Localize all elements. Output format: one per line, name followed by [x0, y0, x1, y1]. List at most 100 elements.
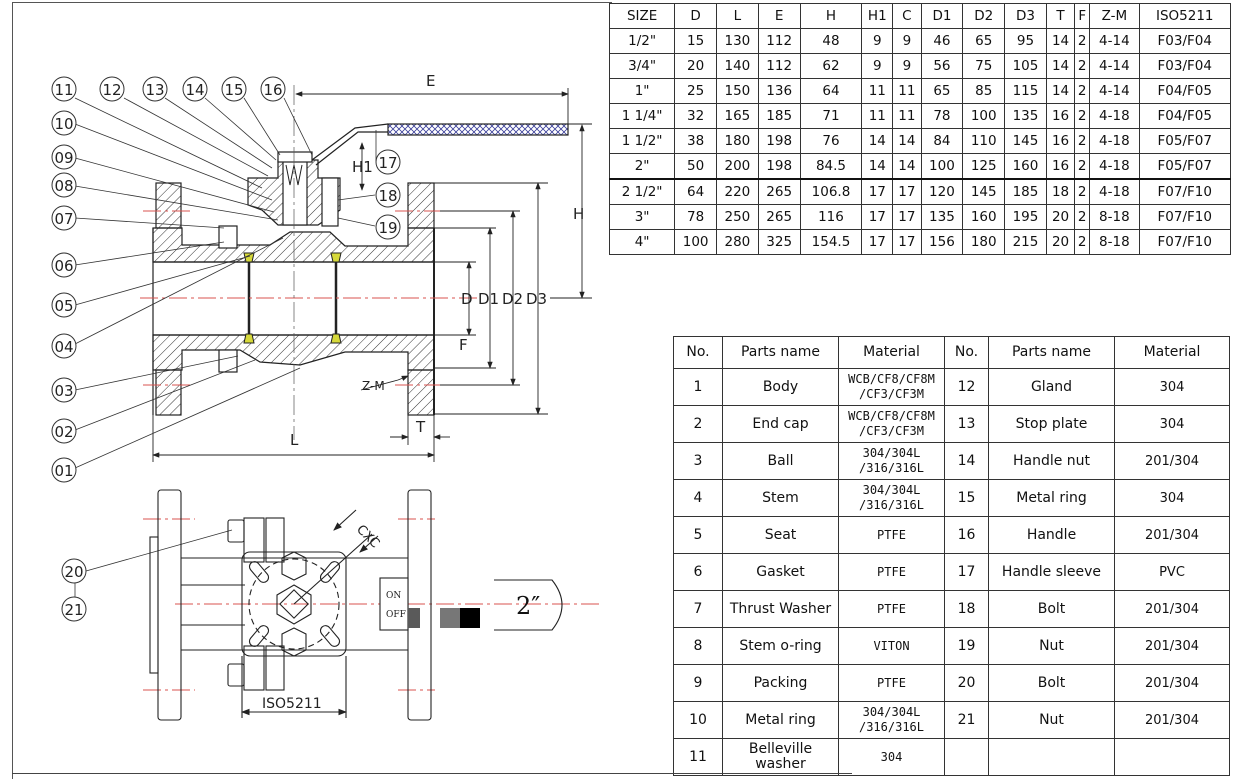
material-cell: 304/304L /316/316L — [838, 701, 945, 739]
dimension-cell: 17 — [861, 229, 894, 255]
dimension-cell: 84 — [920, 128, 964, 154]
dimension-cell: 9 — [892, 28, 922, 54]
dimension-cell: 136 — [757, 78, 801, 104]
right-flange-bottom — [407, 369, 435, 416]
material-cell: 304 — [1114, 368, 1230, 406]
dimension-cell: 100 — [674, 229, 718, 255]
svg-text:18: 18 — [378, 187, 397, 205]
top-left-flange — [157, 489, 182, 721]
dimension-cell: 4-14 — [1089, 28, 1140, 54]
part-number-cell — [944, 738, 989, 776]
dimension-cell: 76 — [799, 128, 863, 154]
valve-top-view — [149, 489, 563, 721]
top-bolt-plate-a — [243, 517, 265, 563]
size-cell: 4" — [608, 229, 676, 255]
callout-10: 10 — [51, 110, 77, 136]
svg-text:10: 10 — [54, 115, 73, 133]
bottom-bolt-plate-a — [243, 645, 265, 691]
dim-label-l: L — [290, 431, 299, 449]
callout-12: 12 — [99, 76, 125, 102]
dimensions — [152, 88, 592, 462]
material-cell: 304/304L /316/316L — [838, 479, 945, 517]
seats — [243, 252, 342, 344]
col-h: H — [799, 3, 863, 29]
dimension-cell: 112 — [757, 28, 801, 54]
svg-text:05: 05 — [54, 297, 73, 315]
svg-text:13: 13 — [145, 81, 164, 99]
dimension-cell: 2 — [1074, 178, 1091, 205]
part-name-cell: Gland — [988, 368, 1115, 406]
stem-hex — [276, 584, 312, 625]
callouts: 11 12 13 14 15 16 10 09 08 07 06 05 04 0… — [51, 76, 401, 622]
part-number-cell: 16 — [944, 516, 989, 554]
callout-03: 03 — [51, 377, 77, 403]
bottom-bolt-plate-b — [265, 645, 285, 691]
part-name-cell: End cap — [722, 405, 839, 443]
dimension-cell: 14 — [1045, 28, 1076, 54]
part-name-cell: Bolt — [988, 664, 1115, 702]
material-cell: 201/304 — [1114, 627, 1230, 665]
material-cell: PTFE — [838, 553, 945, 591]
top-hex-nut — [281, 551, 307, 581]
dimension-cell: 195 — [1004, 204, 1047, 230]
handle-sleeve — [387, 123, 569, 136]
dimension-cell: 9 — [892, 53, 922, 79]
svg-text:09: 09 — [54, 149, 73, 167]
dimension-cell: 160 — [1004, 153, 1047, 180]
part-name-cell — [988, 738, 1115, 776]
material-cell: PTFE — [838, 516, 945, 554]
dim-label-iso5211: ISO5211 — [262, 696, 322, 712]
callout-17: 17 — [375, 149, 401, 175]
svg-text:11: 11 — [54, 81, 73, 99]
dimension-cell: 165 — [716, 103, 759, 129]
dimension-cell: 9 — [861, 28, 894, 54]
svg-text:08: 08 — [54, 177, 73, 195]
part-number-cell: 14 — [944, 442, 989, 480]
dim-label-t: T — [415, 418, 426, 436]
part-name-cell: Handle — [988, 516, 1115, 554]
dimension-cell: 156 — [920, 229, 964, 255]
svg-text:16: 16 — [263, 81, 282, 99]
dimension-cell: 185 — [757, 103, 801, 129]
dimension-cell: 11 — [892, 78, 922, 104]
dimension-table: SIZE D L E H H1 C D1 D2 D3 T F Z-M ISO52… — [608, 3, 1232, 255]
part-name-cell: Handle sleeve — [988, 553, 1115, 591]
col-no-right: No. — [944, 336, 989, 369]
callout-16: 16 — [260, 76, 286, 102]
col-c: C — [892, 3, 922, 29]
dimension-cell: 16 — [1045, 103, 1076, 129]
part-name-cell: Ball — [722, 442, 839, 480]
size-tag-label: 2″ — [516, 592, 540, 620]
dimension-cell: 140 — [716, 53, 759, 79]
bolt-20-top — [227, 519, 245, 543]
callout-13: 13 — [142, 76, 168, 102]
dimension-cell: 220 — [716, 178, 759, 205]
col-d1: D1 — [920, 3, 964, 29]
part-number-cell: 21 — [944, 701, 989, 739]
dimension-cell: 2 — [1074, 103, 1091, 129]
dimension-cell: 25 — [674, 78, 718, 104]
dimension-table-header: SIZE D L E H H1 C D1 D2 D3 T F Z-M ISO52… — [608, 3, 1232, 29]
col-e: E — [757, 3, 801, 29]
dimension-cell: 20 — [674, 53, 718, 79]
bolt-20-bottom — [227, 663, 245, 687]
dimension-cell: 46 — [920, 28, 964, 54]
dimension-cell: 4-18 — [1089, 103, 1140, 129]
left-flange-bottom — [155, 369, 182, 416]
svg-text:15: 15 — [224, 81, 243, 99]
dimension-cell: 71 — [799, 103, 863, 129]
part-name-cell: Gasket — [722, 553, 839, 591]
col-t: T — [1045, 3, 1076, 29]
size-cell: 2" — [608, 153, 676, 180]
dimension-cell: 145 — [1004, 128, 1047, 154]
